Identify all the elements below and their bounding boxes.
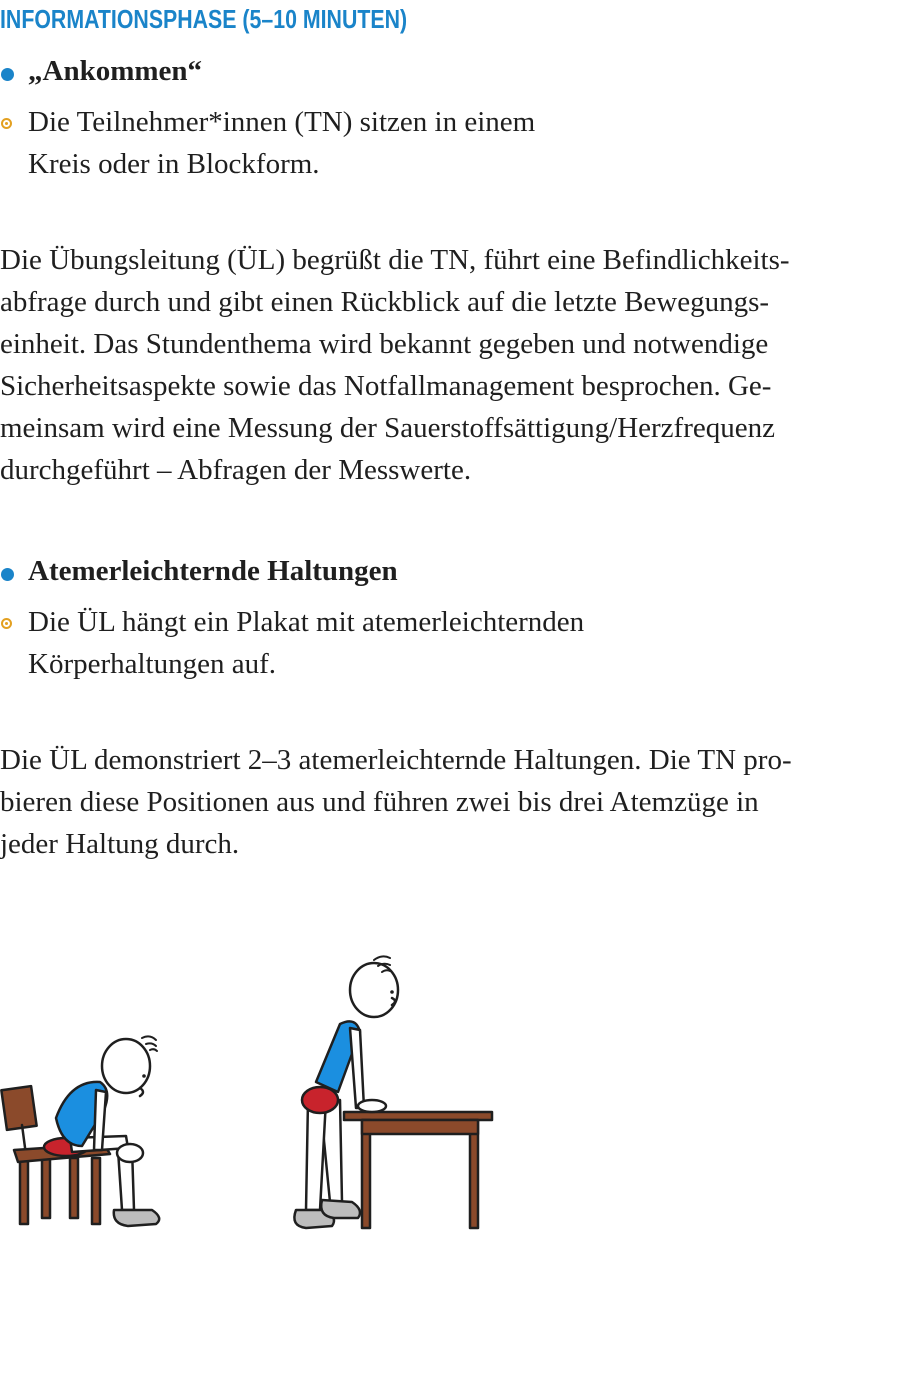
bullet-ring-icon — [1, 618, 12, 629]
posture-illustration — [0, 955, 494, 1230]
bullet-dot-icon — [1, 68, 14, 81]
sub-bullet-text: Die ÜL hängt ein Plakat mit atemerleicht… — [28, 606, 585, 680]
paragraph: Die ÜL demonstriert 2–3 atemerleichternd… — [0, 744, 792, 860]
section-heading: INFORMATIONSPHASE (5–10 MINUTEN) — [0, 4, 408, 34]
bullet-dot-icon — [1, 568, 14, 581]
sub-bullet-text: Die Teilnehmer*innen (TN) sitzen in eine… — [28, 106, 536, 180]
standing-figure — [293, 955, 494, 1230]
seated-figure — [0, 1035, 161, 1228]
paragraph: Die Übungsleitung (ÜL) begrüßt die TN, f… — [0, 244, 790, 486]
bullet-title: Atemerleichternde Haltungen — [28, 555, 398, 587]
bullet-ring-icon — [1, 118, 12, 129]
bullet-title: „Ankommen“ — [28, 55, 203, 87]
